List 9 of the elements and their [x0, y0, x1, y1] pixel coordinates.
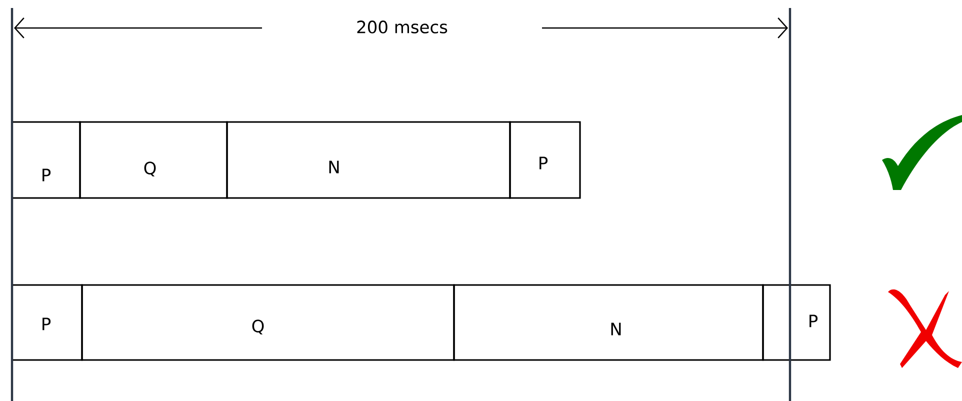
timeline-segment: Q [81, 284, 455, 361]
timeline-segment: P [509, 121, 581, 199]
timeline-segment: Q [79, 121, 228, 199]
timeline-segment: P [11, 284, 83, 361]
dimension-label: 200 msecs [357, 20, 448, 34]
timeline-segment: N [453, 284, 764, 361]
timeline-segment: N [226, 121, 511, 199]
timeline-segment: P [762, 284, 831, 361]
timeline-segment: P [11, 121, 81, 199]
